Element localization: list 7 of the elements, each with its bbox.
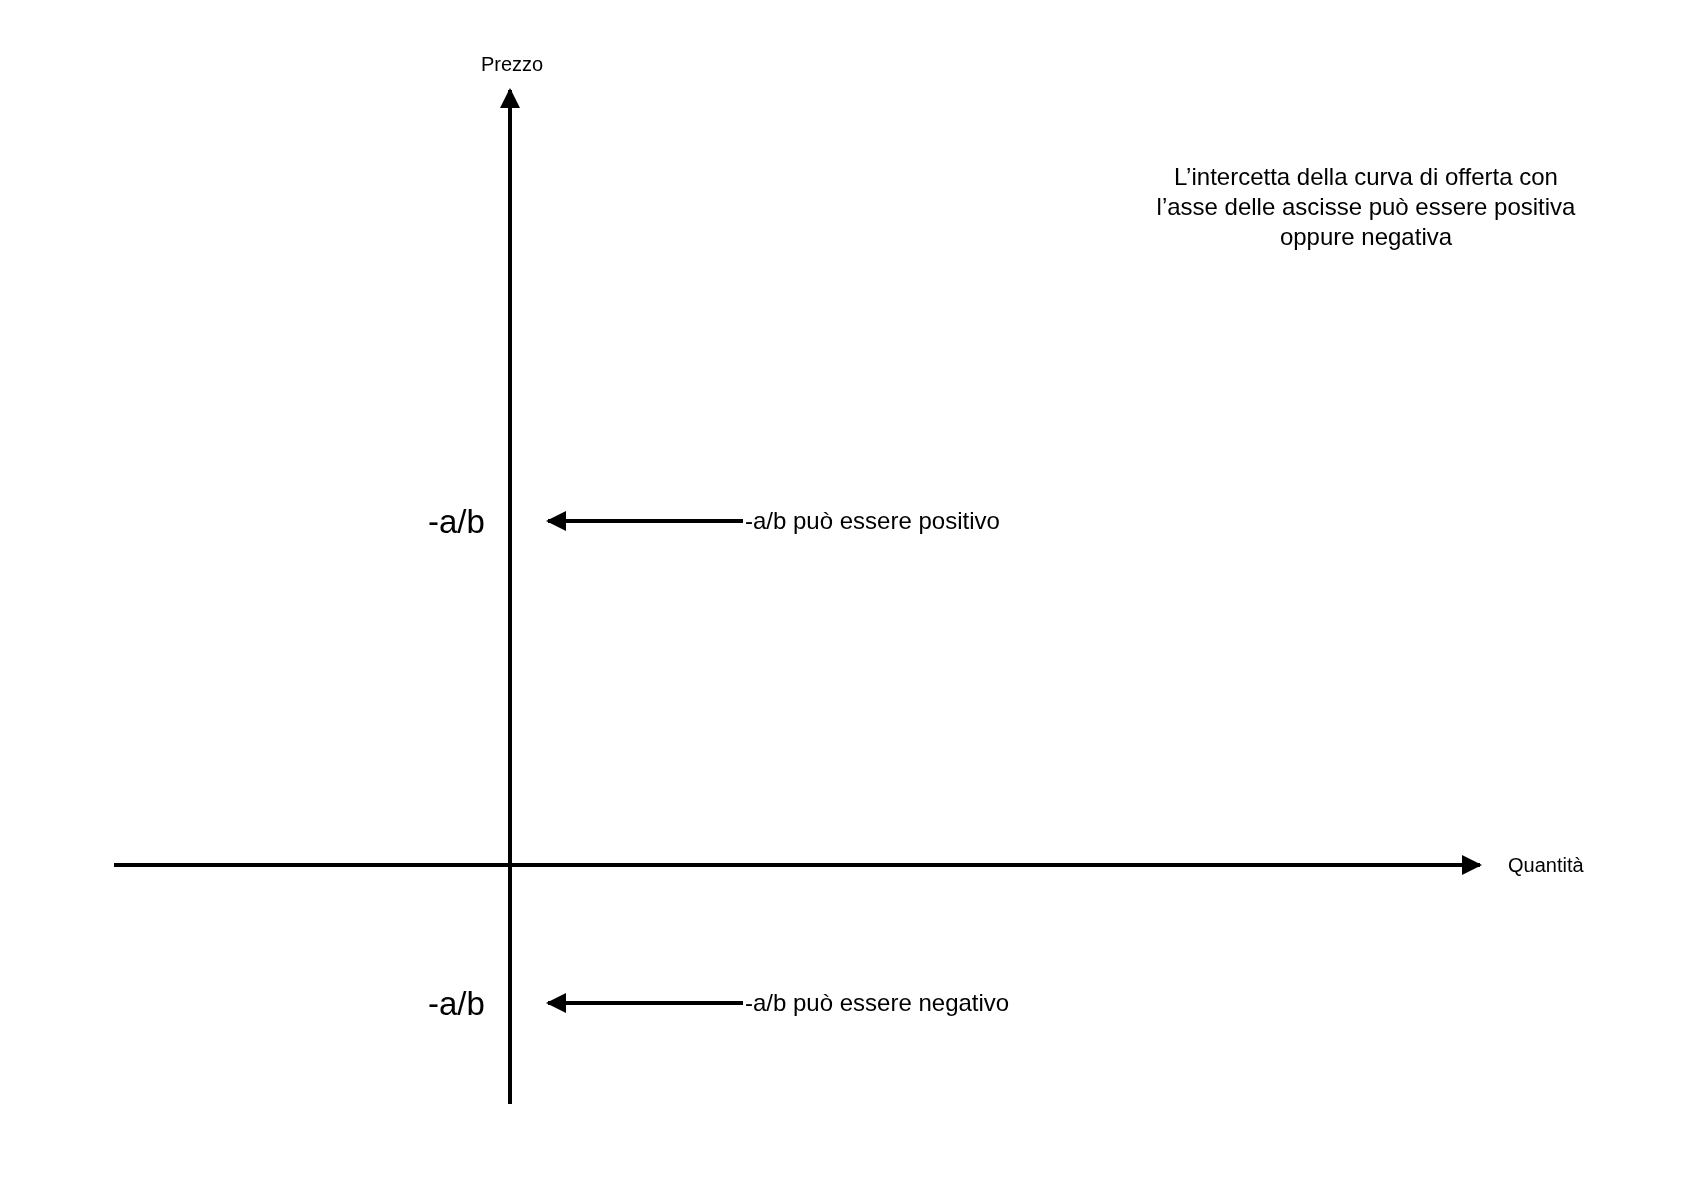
axis-label: Prezzo <box>481 51 544 77</box>
axis-label: Quantità <box>1508 852 1584 878</box>
value-label: -a/b <box>428 983 485 1024</box>
annotation-text: -a/b può essere negativo <box>745 988 1010 1018</box>
annotation-text: -a/b può essere positivo <box>745 506 1000 536</box>
value-label: -a/b <box>428 501 485 542</box>
note-text: L’intercetta della curva di offerta con l’asse delle ascisse può essere positiva oppure negativa <box>1156 162 1576 252</box>
